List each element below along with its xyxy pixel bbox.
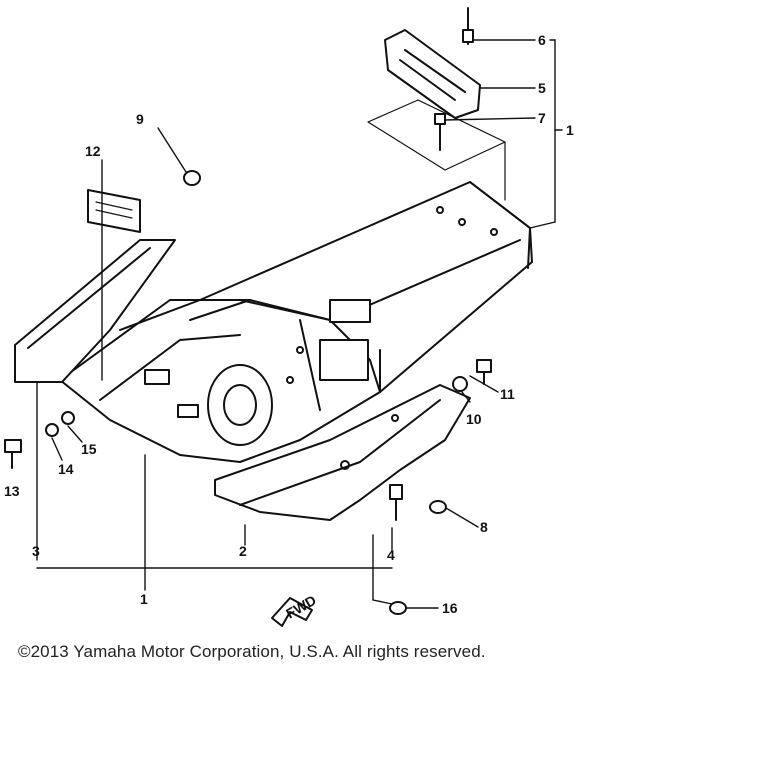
callout-14: 14: [58, 461, 74, 477]
callout-1-bottom: 1: [140, 591, 148, 607]
callout-2: 2: [239, 543, 247, 559]
bolt-7: [434, 113, 446, 151]
callout-8: 8: [480, 519, 488, 535]
nut-14: [45, 423, 59, 437]
bolt-4: [389, 484, 403, 521]
bolt-6: [462, 7, 474, 45]
callout-1-top: 1: [566, 122, 574, 138]
bolt-13: [4, 439, 22, 469]
center-hub: [207, 364, 273, 446]
leader-lines: [36, 39, 563, 609]
callout-15: 15: [81, 441, 97, 457]
right-side-cover: [214, 384, 471, 521]
callout-9: 9: [136, 111, 144, 127]
label-plate-12: [87, 189, 141, 233]
callout-3: 3: [32, 543, 40, 559]
callout-10: 10: [466, 411, 482, 427]
nut-10: [452, 376, 468, 392]
callout-13: 13: [4, 483, 20, 499]
callout-12: 12: [85, 143, 101, 159]
callout-4: 4: [387, 547, 395, 563]
copyright-notice: ©2013 Yamaha Motor Corporation, U.S.A. A…: [18, 642, 486, 661]
callout-5: 5: [538, 80, 546, 96]
bolt-11: [476, 359, 492, 385]
callout-7: 7: [538, 110, 546, 126]
callout-6: 6: [538, 32, 546, 48]
parts-diagram: 6 5 7 1 9 12 11 10 15 14 13 8 3 2 4 1 16…: [4, 7, 574, 627]
plug-9: [183, 170, 201, 186]
left-side-cover: [14, 239, 176, 383]
mounting-plane-outline: [367, 99, 506, 171]
upper-box-bracket: [384, 29, 481, 119]
washer-15: [61, 411, 75, 425]
callout-11: 11: [500, 386, 515, 402]
tunnel-bracket: [319, 299, 371, 381]
grommet-8: [429, 500, 447, 514]
fwd-arrow: [271, 597, 313, 627]
callout-16: 16: [442, 600, 458, 616]
